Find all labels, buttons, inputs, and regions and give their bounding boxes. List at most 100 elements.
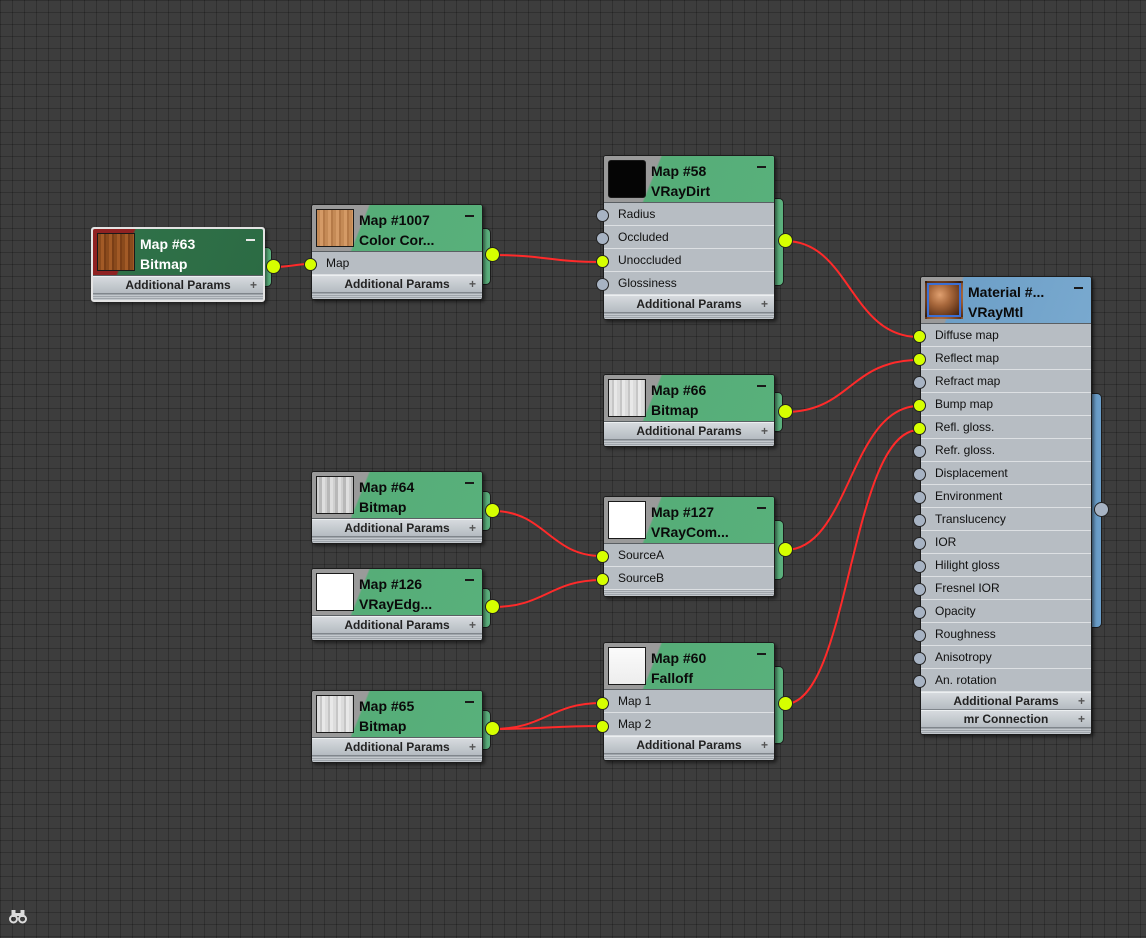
collapse-icon[interactable] — [246, 239, 255, 241]
collapse-icon[interactable] — [757, 507, 766, 509]
additional-params-rollout[interactable]: Additional Params+ — [312, 519, 482, 537]
slot-environment[interactable]: Environment — [921, 485, 1091, 508]
input-socket-environment[interactable] — [913, 491, 926, 504]
expand-plus-icon: + — [760, 297, 768, 311]
input-socket-refract-map[interactable] — [913, 376, 926, 389]
slot-radius[interactable]: Radius — [604, 203, 774, 226]
additional-params-rollout[interactable]: Additional Params+ — [312, 275, 482, 293]
expand-plus-icon: + — [468, 740, 476, 754]
slot-displacement[interactable]: Displacement — [921, 462, 1091, 485]
input-socket-sourceb[interactable] — [596, 573, 609, 586]
collapse-icon[interactable] — [465, 701, 474, 703]
binoculars-icon[interactable] — [9, 908, 27, 929]
node-title: Map #64 — [359, 479, 415, 495]
additional-params-rollout[interactable]: Additional Params+ — [93, 276, 263, 294]
slot-occluded[interactable]: Occluded — [604, 226, 774, 249]
additional-params-rollout[interactable]: Additional Params+ — [604, 736, 774, 754]
node-map65[interactable]: Map #65 Bitmap Additional Params+ — [311, 690, 483, 763]
node-map64[interactable]: Map #64 Bitmap Additional Params+ — [311, 471, 483, 544]
slot-sourcea[interactable]: SourceA — [604, 544, 774, 567]
input-socket-translucency[interactable] — [913, 514, 926, 527]
collapse-icon[interactable] — [465, 579, 474, 581]
node-map127[interactable]: Map #127 VRayCom... SourceA SourceB — [603, 496, 775, 597]
slot-reflect-map[interactable]: Reflect map — [921, 347, 1091, 370]
slot-refract-map[interactable]: Refract map — [921, 370, 1091, 393]
node-map58[interactable]: Map #58 VRayDirt Radius Occluded Unocclu… — [603, 155, 775, 320]
input-socket-bump-map[interactable] — [913, 399, 926, 412]
collapse-icon[interactable] — [757, 653, 766, 655]
additional-params-rollout[interactable]: Additional Params+ — [604, 295, 774, 313]
slot-glossiness[interactable]: Glossiness — [604, 272, 774, 295]
output-socket[interactable] — [778, 696, 793, 711]
node-type: Bitmap — [651, 402, 699, 418]
slot-ior[interactable]: IOR — [921, 531, 1091, 554]
output-socket[interactable] — [778, 404, 793, 419]
slot-fresnel-ior[interactable]: Fresnel IOR — [921, 577, 1091, 600]
slot-map2[interactable]: Map 2 — [604, 713, 774, 736]
input-socket-glossiness[interactable] — [596, 278, 609, 291]
slot-diffuse-map[interactable]: Diffuse map — [921, 324, 1091, 347]
input-socket-map1[interactable] — [596, 697, 609, 710]
output-socket[interactable] — [485, 721, 500, 736]
slot-refl-gloss[interactable]: Refl. gloss. — [921, 416, 1091, 439]
wire-map65-to-map2 — [492, 725, 603, 730]
slot-map1[interactable]: Map 1 — [604, 690, 774, 713]
slot-refr-gloss[interactable]: Refr. gloss. — [921, 439, 1091, 462]
collapse-icon[interactable] — [465, 482, 474, 484]
node-map66[interactable]: Map #66 Bitmap Additional Params+ — [603, 374, 775, 447]
slot-opacity[interactable]: Opacity — [921, 600, 1091, 623]
output-socket[interactable] — [1094, 502, 1109, 517]
slot-anisotropy[interactable]: Anisotropy — [921, 646, 1091, 669]
slot-translucency[interactable]: Translucency — [921, 508, 1091, 531]
collapse-icon[interactable] — [465, 215, 474, 217]
mr-connection-rollout[interactable]: mr Connection+ — [921, 710, 1091, 728]
input-socket-map2[interactable] — [596, 720, 609, 733]
output-socket[interactable] — [778, 233, 793, 248]
input-socket-diffuse-map[interactable] — [913, 330, 926, 343]
input-socket-roughness[interactable] — [913, 629, 926, 642]
input-socket-occluded[interactable] — [596, 232, 609, 245]
slot-bump-map[interactable]: Bump map — [921, 393, 1091, 416]
node-map63[interactable]: Map #63 Bitmap Additional Params+ — [91, 227, 265, 302]
slot-sourceb[interactable]: SourceB — [604, 567, 774, 590]
input-socket-radius[interactable] — [596, 209, 609, 222]
input-socket-fresnel-ior[interactable] — [913, 583, 926, 596]
additional-params-rollout[interactable]: Additional Params+ — [921, 692, 1091, 710]
node-map60[interactable]: Map #60 Falloff Map 1 Map 2 Additional P… — [603, 642, 775, 761]
input-socket-refl-gloss[interactable] — [913, 422, 926, 435]
input-socket-sourcea[interactable] — [596, 550, 609, 563]
input-socket-map[interactable] — [304, 258, 317, 271]
input-socket-ior[interactable] — [913, 537, 926, 550]
output-socket[interactable] — [485, 599, 500, 614]
input-socket-displacement[interactable] — [913, 468, 926, 481]
node-type: Falloff — [651, 670, 693, 686]
slot-map[interactable]: Map — [312, 252, 482, 275]
input-socket-unoccluded[interactable] — [596, 255, 609, 268]
input-socket-opacity[interactable] — [913, 606, 926, 619]
output-socket[interactable] — [266, 259, 281, 274]
additional-params-rollout[interactable]: Additional Params+ — [312, 616, 482, 634]
additional-params-rollout[interactable]: Additional Params+ — [604, 422, 774, 440]
node-material[interactable]: Material #... VRayMtl Diffuse map Reflec… — [920, 276, 1092, 735]
output-socket[interactable] — [485, 503, 500, 518]
output-socket[interactable] — [485, 247, 500, 262]
slot-hilight-gloss[interactable]: Hilight gloss — [921, 554, 1091, 577]
wire-map65-to-map1 — [492, 702, 603, 730]
slot-roughness[interactable]: Roughness — [921, 623, 1091, 646]
input-socket-refr-gloss[interactable] — [913, 445, 926, 458]
slot-unoccluded[interactable]: Unoccluded — [604, 249, 774, 272]
node-title: Material #... — [968, 284, 1045, 300]
collapse-icon[interactable] — [757, 385, 766, 387]
slot-an-rotation[interactable]: An. rotation — [921, 669, 1091, 692]
collapse-icon[interactable] — [1074, 287, 1083, 289]
input-socket-anisotropy[interactable] — [913, 652, 926, 665]
expand-plus-icon: + — [760, 424, 768, 438]
input-socket-hilight-gloss[interactable] — [913, 560, 926, 573]
input-socket-an-rotation[interactable] — [913, 675, 926, 688]
output-socket[interactable] — [778, 542, 793, 557]
node-map1007[interactable]: Map #1007 Color Cor... Map Additional Pa… — [311, 204, 483, 300]
input-socket-reflect-map[interactable] — [913, 353, 926, 366]
additional-params-rollout[interactable]: Additional Params+ — [312, 738, 482, 756]
collapse-icon[interactable] — [757, 166, 766, 168]
node-map126[interactable]: Map #126 VRayEdg... Additional Params+ — [311, 568, 483, 641]
